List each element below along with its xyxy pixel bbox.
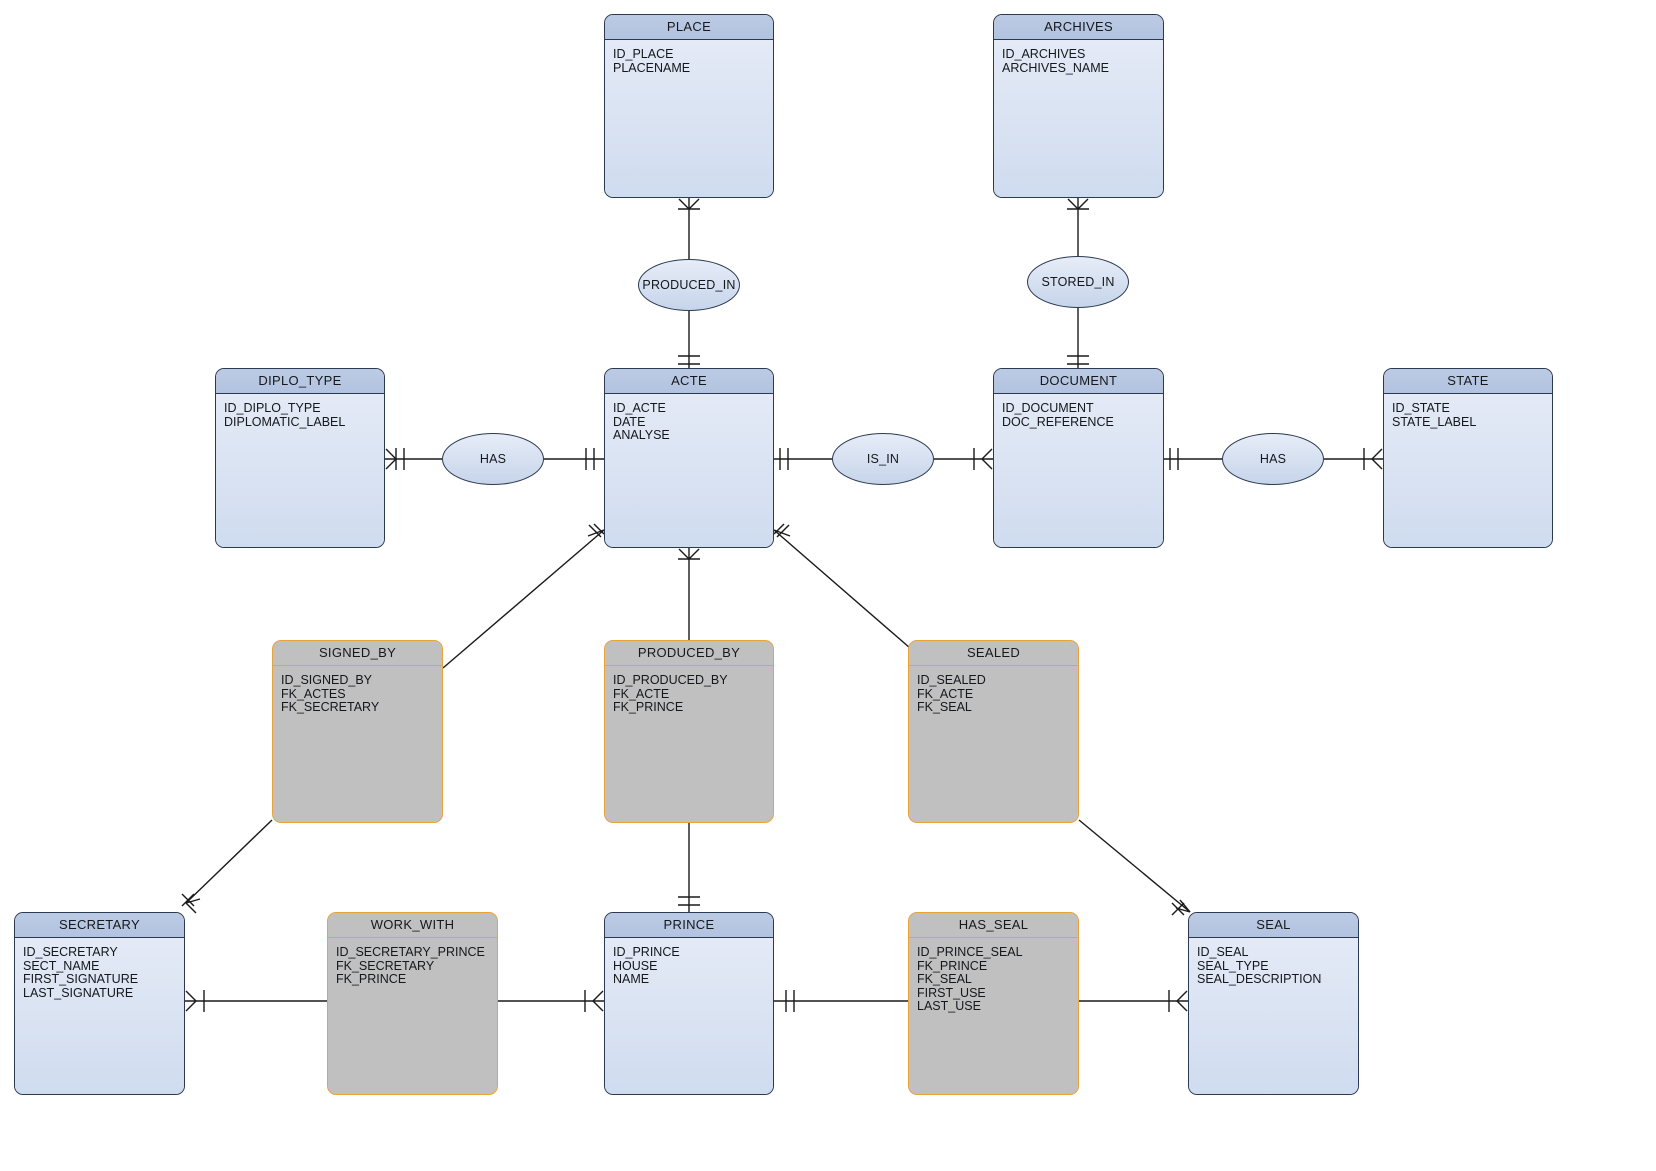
entity-title-secretary: SECRETARY: [15, 913, 184, 938]
attribute: FK_SEAL: [917, 700, 972, 715]
attribute: LAST_USE: [917, 999, 981, 1014]
attribute: ID_SEALED: [917, 673, 986, 687]
attribute: DOC_REFERENCE: [1002, 414, 1114, 429]
relationship-produced_in[interactable]: PRODUCED_IN: [638, 259, 740, 311]
attribute: ID_PRINCE: [613, 945, 680, 959]
attribute: ID_DIPLO_TYPE: [224, 401, 321, 415]
attribute: ARCHIVES_NAME: [1002, 60, 1109, 75]
entity-title-signed_by: SIGNED_BY: [273, 641, 442, 666]
entity-title-acte: ACTE: [605, 369, 773, 394]
relationship-label: PRODUCED_IN: [642, 278, 736, 292]
attribute: DIPLOMATIC_LABEL: [224, 414, 346, 429]
relationship-stored_in[interactable]: STORED_IN: [1027, 256, 1129, 308]
attribute: ID_PRODUCED_BY: [613, 673, 728, 687]
attribute: STATE_LABEL: [1392, 414, 1477, 429]
attribute: ID_PLACE: [613, 47, 674, 61]
attribute: DATE: [613, 414, 646, 429]
relationship-label: HAS: [1259, 452, 1287, 466]
entity-title-sealed: SEALED: [909, 641, 1078, 666]
attribute: FIRST_SIGNATURE: [23, 972, 139, 987]
attribute: HOUSE: [613, 958, 658, 973]
attribute: SEAL_TYPE: [1197, 958, 1269, 973]
edge-signed_by-secretary: [185, 819, 273, 904]
entity-title-place: PLACE: [605, 15, 773, 40]
attribute: ID_ACTE: [613, 401, 666, 415]
edge-acte-sealed: [773, 529, 911, 649]
entity-title-state: STATE: [1384, 369, 1552, 394]
attribute: ID_PRINCE_SEAL: [917, 945, 1023, 959]
entity-title-work_with: WORK_WITH: [328, 913, 497, 938]
relationship-has_state[interactable]: HAS: [1222, 433, 1324, 485]
edge-acte-signed_by: [442, 529, 605, 669]
attribute: ID_ARCHIVES: [1002, 47, 1086, 61]
relationship-has_diplo[interactable]: HAS: [442, 433, 544, 485]
relationship-label: HAS: [479, 452, 507, 466]
attribute: LAST_SIGNATURE: [23, 985, 134, 1000]
attribute: FK_ACTE: [613, 686, 670, 701]
attribute: FK_SECRETARY: [281, 700, 380, 715]
relationship-label: IS_IN: [866, 452, 900, 466]
entity-title-document: DOCUMENT: [994, 369, 1163, 394]
attribute: FK_SEAL: [917, 972, 972, 987]
attribute: SECT_NAME: [23, 958, 100, 973]
attribute: FK_SECRETARY: [336, 958, 435, 973]
entity-title-produced_by: PRODUCED_BY: [605, 641, 773, 666]
edge-sealed-seal: [1078, 819, 1191, 913]
attribute: PLACENAME: [613, 60, 691, 75]
entity-title-diplo_type: DIPLO_TYPE: [216, 369, 384, 394]
entity-title-archives: ARCHIVES: [994, 15, 1163, 40]
attribute: NAME: [613, 972, 650, 987]
attribute: ID_STATE: [1392, 401, 1450, 415]
attribute: FIRST_USE: [917, 985, 986, 1000]
attribute: FK_PRINCE: [917, 958, 988, 973]
attribute: FK_PRINCE: [336, 972, 407, 987]
entity-title-seal: SEAL: [1189, 913, 1358, 938]
attribute: SEAL_DESCRIPTION: [1197, 972, 1322, 987]
attribute: ANALYSE: [613, 428, 670, 443]
relationship-is_in[interactable]: IS_IN: [832, 433, 934, 485]
entity-title-prince: PRINCE: [605, 913, 773, 938]
attribute: ID_SIGNED_BY: [281, 673, 373, 687]
attribute: ID_SECRETARY_PRINCE: [336, 945, 485, 959]
relationship-label: STORED_IN: [1041, 275, 1115, 289]
attribute: ID_DOCUMENT: [1002, 401, 1094, 415]
attribute: ID_SEAL: [1197, 945, 1249, 959]
attribute: FK_ACTES: [281, 686, 346, 701]
attribute: ID_SECRETARY: [23, 945, 118, 959]
attribute: FK_PRINCE: [613, 700, 684, 715]
entity-title-has_seal: HAS_SEAL: [909, 913, 1078, 938]
attribute: FK_ACTE: [917, 686, 974, 701]
